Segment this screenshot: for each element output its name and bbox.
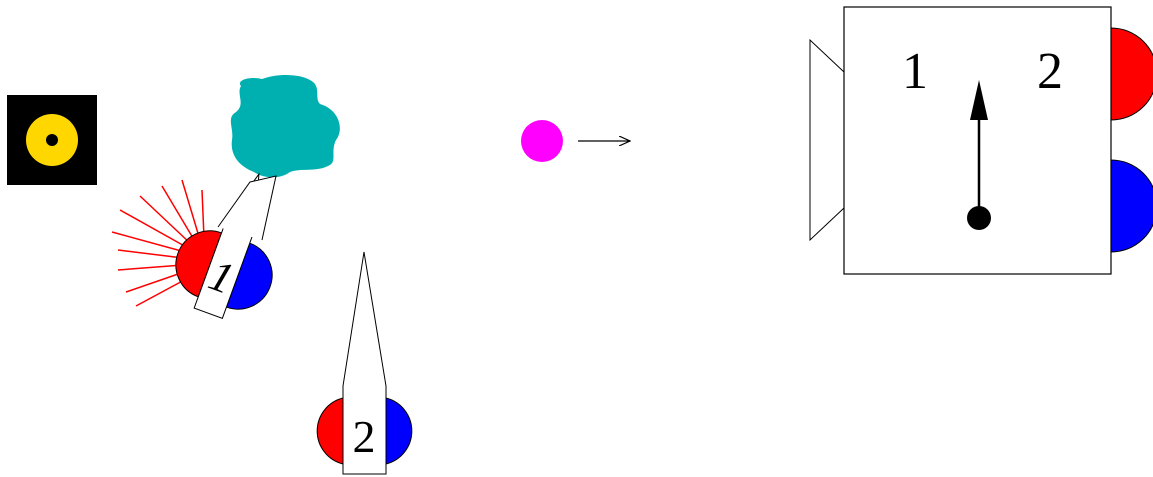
upward-arrow-needle-icon — [967, 80, 991, 230]
camera-bottom-sensor — [1110, 159, 1153, 253]
robot-1: 1 — [175, 172, 273, 319]
camera-label-left: 1 — [902, 43, 928, 100]
light-source-center — [46, 134, 58, 146]
light-source-icon — [7, 95, 97, 185]
camera-view: 1 2 — [809, 6, 1153, 275]
robot-1-right-sensor — [225, 242, 273, 310]
robot-2-label: 2 — [353, 411, 376, 462]
moving-object — [521, 120, 630, 162]
robot-2: 2 — [316, 251, 413, 475]
robot-2-body — [342, 251, 387, 475]
camera-body — [843, 6, 1112, 275]
robot-2-left-sensor — [316, 397, 344, 465]
robot-1-nose — [217, 175, 277, 241]
magenta-ball-icon — [521, 120, 563, 162]
robot-2-right-sensor — [385, 397, 413, 465]
cyan-blob-icon — [230, 74, 340, 178]
camera-label-right: 2 — [1037, 43, 1063, 100]
robot-1-light-rays — [111, 179, 205, 307]
camera-top-sensor — [1110, 27, 1153, 121]
robot-1-left-sensor — [175, 230, 223, 298]
camera-lens-icon — [809, 38, 845, 242]
